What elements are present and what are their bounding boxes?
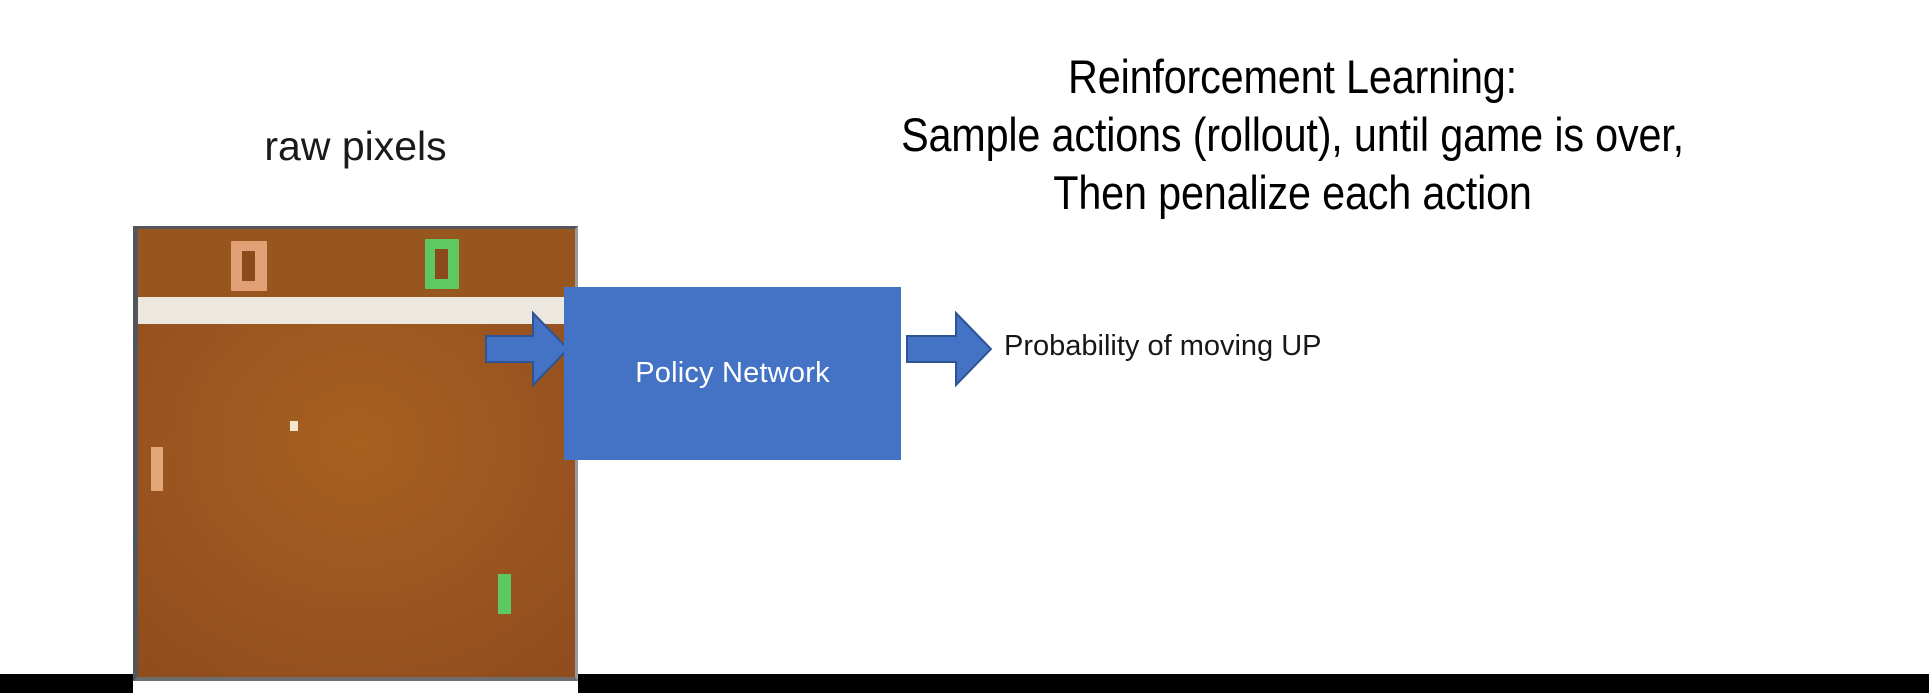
policy-network-box[interactable]: Policy Network: [564, 287, 901, 460]
digit-hole: [435, 249, 448, 279]
pong-playfield: [138, 229, 575, 677]
bottom-bar-left: [0, 674, 133, 693]
policy-network-label: Policy Network: [635, 357, 830, 389]
pong-score-band: [138, 229, 575, 297]
output-probability-label: Probability of moving UP: [1004, 330, 1322, 362]
digit-hole: [242, 251, 255, 281]
raw-pixels-caption: raw pixels: [264, 123, 447, 169]
pong-score-right: [425, 239, 459, 289]
pong-divider-line: [138, 297, 575, 324]
title-line-1: Reinforcement Learning:: [1068, 50, 1517, 103]
pong-ball: [290, 421, 298, 431]
pong-paddle-right: [498, 574, 511, 614]
pong-score-left: [231, 241, 267, 291]
input-right-arrow-icon: [485, 310, 569, 388]
bottom-bar-right: [578, 674, 1929, 693]
output-right-arrow-icon: [906, 311, 992, 387]
page-title: Reinforcement Learning: Sample actions (…: [736, 48, 1849, 222]
pong-paddle-left: [151, 447, 163, 491]
title-line-2: Sample actions (rollout), until game is …: [901, 108, 1684, 161]
title-line-3: Then penalize each action: [1053, 166, 1532, 219]
pong-game-screenshot: [133, 226, 578, 681]
